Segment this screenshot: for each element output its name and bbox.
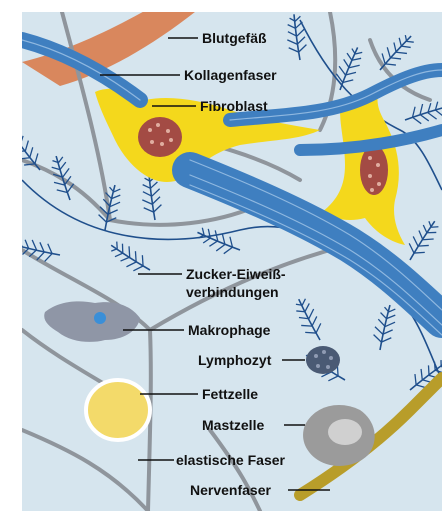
fibroblast-nucleus-left [138,117,182,157]
fat-cell [86,380,150,440]
label-nerve-fiber: Nervenfaser [190,482,271,498]
label-blood-vessel: Blutgefäß [202,30,267,46]
label-macrophage: Makrophage [188,322,271,338]
label-elastic-fiber: elastische Faser [176,452,286,468]
label-fat-cell: Fettzelle [202,386,258,402]
lymphocyte [306,346,340,374]
label-lymphocyte: Lymphozyt [198,352,272,368]
label-collagen-fiber: Kollagenfaser [184,67,277,83]
label-sugar-protein-line-2: verbindungen [186,284,279,300]
label-fibroblast: Fibroblast [200,98,268,114]
label-mast-cell: Mastzelle [202,417,264,433]
label-sugar-protein-line-1: Zucker-Eiweiß- [186,266,286,282]
macrophage-nucleus [94,312,106,324]
fibroblast-nucleus-right [360,145,388,195]
